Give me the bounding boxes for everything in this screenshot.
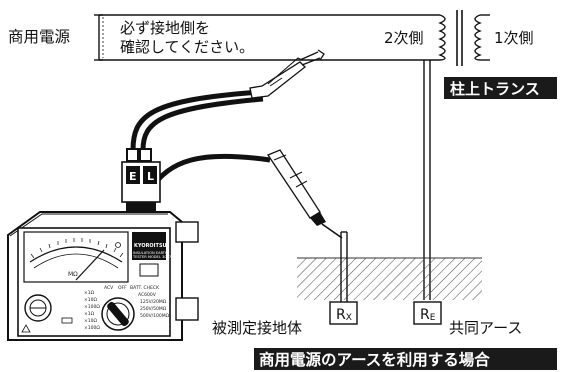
test-probe-icon: [267, 149, 343, 239]
range-label: 500V/100MΩ: [140, 313, 170, 319]
plug-l-label: L: [147, 170, 154, 183]
fuse-icon: [61, 317, 73, 324]
earth-tester: E L KYOROITSU INSULATION EARTH TESTER MO…: [7, 148, 199, 341]
rx-label: 被測定接地体: [212, 319, 302, 337]
tester-model-line2: TESTER MODEL 3017: [132, 255, 171, 259]
rx-symbol-box: [329, 301, 358, 325]
range-label: 250V/50MΩ: [140, 306, 167, 312]
range-label: ×10Ω: [84, 318, 97, 324]
meter-unit: MΩ: [68, 271, 78, 278]
range-label: ×1Ω: [84, 290, 95, 296]
range-label: OFF: [118, 285, 127, 291]
re-label: 共同アース: [449, 319, 522, 337]
transformer-secondary-label: 2次側: [384, 29, 424, 47]
re-symbol-box: [413, 301, 442, 325]
secondary-coil-icon: [438, 14, 446, 61]
grounding-note-line2: 確認してください。: [120, 38, 254, 56]
range-label: ×100Ω: [84, 304, 100, 310]
plug-e-label: E: [129, 170, 137, 183]
transformer-primary-label: 1次側: [494, 29, 534, 47]
re-electrode: RE: [413, 301, 442, 325]
range-label: ×1Ω: [84, 311, 95, 317]
transformer-badge-text: 柱上トランス: [450, 80, 540, 98]
grounding-note-line1: 必ず接地側を: [120, 19, 210, 37]
power-line: 商用電源 必ず接地側を 確認してください。: [8, 14, 440, 61]
range-label: BATT. CHECK: [130, 285, 160, 291]
test-button[interactable]: [139, 263, 159, 277]
transformer-badge: [444, 77, 557, 99]
primary-coil-icon: [474, 14, 482, 61]
range-selector-knob[interactable]: [101, 297, 135, 331]
rx-symbol: RX: [336, 307, 352, 323]
tester-brand: KYOROITSU: [134, 243, 167, 249]
caption-text: 商用電源のアースを利用する場合: [259, 350, 490, 369]
range-label: ×100Ω: [84, 325, 100, 331]
alligator-clip-icon: [249, 49, 325, 99]
power-line-label: 商用電源: [8, 28, 70, 46]
zero-adjust-knob[interactable]: [24, 294, 52, 322]
range-label: ACV: [104, 285, 114, 291]
range-label: ×10Ω: [84, 297, 97, 303]
lead-plug: E L: [121, 148, 161, 216]
warning-icon: [21, 324, 31, 333]
rx-electrode: RX: [329, 231, 358, 325]
ground-area: [297, 257, 482, 300]
test-leads: [130, 49, 343, 239]
range-label: AC600V: [138, 292, 157, 298]
meter-needle: [75, 249, 105, 281]
range-labels: ACV OFF BATT. CHECK AC600V 125V/20MΩ 250…: [84, 285, 170, 331]
re-symbol: RE: [420, 307, 436, 323]
range-label: 125V/20MΩ: [140, 299, 167, 305]
tester-model-line1: INSULATION EARTH: [133, 251, 168, 255]
caption: 商用電源のアースを利用する場合: [254, 348, 557, 370]
pole-transformer: 2次側 1次側 柱上トランス: [384, 10, 557, 99]
analog-meter: MΩ: [23, 231, 129, 283]
